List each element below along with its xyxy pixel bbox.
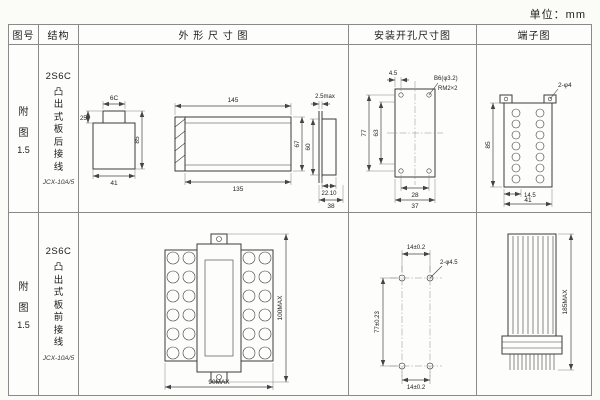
dim-width-case: 135 [233,186,244,193]
install-drawing-cell-row1: 4.5 B6(φ3.2) RM2×2 77 63 28 [349,45,477,213]
terminal-drawing-row2: 185MAX [501,233,574,371]
structure-row1: 2S6C 凸出式板后接线 JCX-10A/5 [39,45,79,213]
dim-terminal-w2: 41 [524,197,532,204]
dim-v-inner: 63 [373,129,380,137]
outline-drawing-cell-row2: 100MAX 90MAX [79,213,349,395]
dim-h-outer: 37 [411,203,419,209]
fig-no-row1: 附 图 1.5 [9,45,39,213]
terminal-drawing-cell-row1: 2-φ4 85 14.5 41 [477,45,591,213]
outline-drawing-row1: 6C 25 85 41 [80,94,344,209]
fig-char: 图 [18,303,29,314]
dim-terminal-hole: 2-φ4 [558,82,572,89]
install-dimensions-row2: 14±0.2 2-φ4.5 77±0.23 14±0.2 [375,245,458,391]
dim-depth: 41 [110,180,118,187]
fig-num: 1.5 [17,144,30,155]
install-holes-row2 [389,266,442,378]
header-outline: 外 形 尺 寸 图 [79,25,349,45]
dim-edge: 4.5 [388,71,397,77]
fig-no-row2: 附 图 1.5 [9,213,39,395]
terminal-dimensions: 2-φ4 85 14.5 41 [485,82,572,207]
header-structure: 结构 [39,25,79,45]
terminal-drawing-cell-row2: 185MAX [477,213,591,395]
structure-desc: 凸出式板前接线 [53,262,64,349]
install-panel [386,80,443,185]
relay-front-view: 145 135 67 [174,97,305,193]
header-installation: 安装开孔尺寸图 [349,25,477,45]
structure-type: JCX-10A/5 [42,354,75,362]
structure-desc: 凸出式板后接线 [53,86,64,173]
dim-cap-width: 6C [110,95,119,102]
dim-height-max: 100MAX [277,295,284,321]
dim-width-total: 145 [228,97,239,104]
unit-label: 单位：mm [529,9,586,21]
dim-plug-height: 185MAX [562,289,569,315]
dim-terminal-height: 85 [485,141,492,149]
structure-model: 2S6C [45,70,72,82]
outline-drawing-row2: 100MAX 90MAX [164,233,289,390]
dim-top-spacing: 14±0.2 [406,245,425,251]
relay-side-view: 6C 25 85 41 [80,95,145,187]
dim-height: 85 [134,136,141,144]
fig-char: 附 [18,106,29,118]
relay-panel-view: 2.5max 60 22.10 38 [305,94,344,209]
terminal-rear-view [499,94,557,187]
dim-bottom-spacing: 14±0.2 [406,385,425,391]
header-fig-no: 图号 [9,25,39,45]
dim-width-max: 90MAX [208,379,230,386]
install-drawing-row1: 4.5 B6(φ3.2) RM2×2 77 63 28 [361,71,458,209]
terminal-dimensions-row2: 185MAX [558,233,574,371]
fig-char: 附 [18,282,29,293]
dim-terminal-w1: 14.5 [524,193,536,199]
install-drawing-cell-row2: 14±0.2 2-φ4.5 77±0.23 14±0.2 [349,213,477,395]
hole-spec-label: 2-φ4.5 [440,260,458,266]
install-drawing-row2: 14±0.2 2-φ4.5 77±0.23 14±0.2 [375,245,458,391]
dim-cap-height: 25 [80,116,87,122]
relay-plug-side-view [501,233,563,370]
structure-model: 2S6C [45,246,72,258]
fig-num: 1.5 [17,320,30,330]
relay-front-terminal-view [164,233,274,383]
structure-row2: 2S6C 凸出式板前接线 JCX-10A/5 [39,213,79,395]
structure-type: JCX-10A/5 [42,179,75,187]
dim-side-d1: 22.10 [321,191,337,197]
dim-h-inner: 28 [411,192,419,199]
dim-panel-max: 2.5max [315,94,335,100]
terminal-circles-right [242,251,272,360]
outline-dimensions-row2: 100MAX 90MAX [164,233,289,390]
spec-table: 图号 结构 外 形 尺 寸 图 安装开孔尺寸图 端子图 附 图 1.5 2S6C… [8,24,592,396]
dim-side-d2: 38 [327,203,335,209]
install-dimensions: 4.5 B6(φ3.2) RM2×2 77 63 28 [361,71,458,209]
terminal-drawing-row1: 2-φ4 85 14.5 41 [485,82,572,207]
fig-char: 图 [18,127,29,139]
outline-drawing-cell-row1: 6C 25 85 41 [79,45,349,213]
terminal-circles-left [166,251,196,360]
hole-spec-label: B6(φ3.2) [434,76,458,82]
dim-v-outer: 77 [361,129,368,137]
pin-comb [509,354,555,370]
dim-side-height: 60 [305,143,312,151]
dim-left-spacing: 77±0.23 [375,311,381,333]
header-terminal: 端子图 [477,25,591,45]
thread-spec-label: RM2×2 [438,86,458,92]
dim-front-height: 67 [294,140,301,148]
